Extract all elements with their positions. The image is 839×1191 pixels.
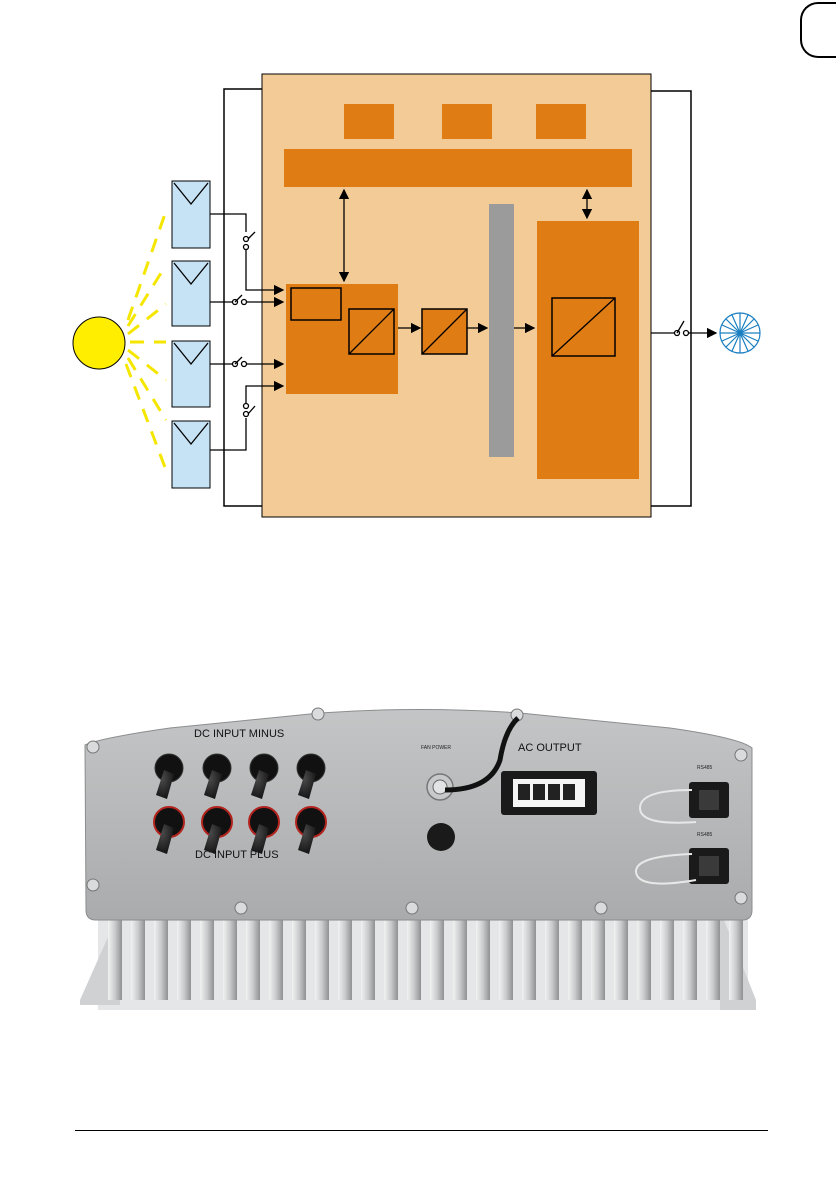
heatsink-fin [246, 905, 260, 1000]
housing-panel [85, 710, 752, 921]
rs485-tether-cables [636, 790, 696, 884]
heatsink-fin [545, 905, 559, 1000]
sun-rays [126, 211, 166, 470]
heatsink-fin [614, 905, 628, 1000]
dc-plus-connector [249, 807, 279, 854]
heatsink-fin [430, 905, 444, 1000]
mppt-controller [291, 288, 341, 320]
heatsink-fin [131, 905, 145, 1000]
dc-plus-connector [202, 807, 232, 854]
heatsink-fin [200, 905, 214, 1000]
heatsink-fin [338, 905, 352, 1000]
heatsink-fin [269, 905, 283, 1000]
dc-plus-connector [154, 807, 184, 854]
heatsink-fin [223, 905, 237, 1000]
heatsink-fin [108, 905, 122, 1000]
heatsink-fin [177, 905, 191, 1000]
heatsink-fin [568, 905, 582, 1000]
dc-minus-connectors [155, 754, 325, 799]
fan-cable [445, 718, 518, 790]
heatsink-base [98, 900, 748, 1010]
dc-ac-inverter-icon [552, 298, 615, 356]
inverter-block-diagram [0, 0, 839, 560]
dc-minus-connector [203, 754, 231, 799]
top-block-2 [442, 104, 492, 139]
ac-output-label: AC OUTPUT [518, 742, 582, 754]
dc-bus [489, 204, 514, 457]
dc-minus-connector [297, 754, 325, 799]
heatsink-fin [361, 905, 375, 1000]
heatsink-fin [591, 905, 605, 1000]
pv-panel-icon [172, 341, 210, 407]
rs485-port-bottom [689, 848, 729, 884]
ac-output-connector [501, 771, 597, 815]
heatsink-fins [108, 905, 743, 1000]
heatsink-fin [706, 905, 720, 1000]
heatsink-fin [476, 905, 490, 1000]
pv-panel-icon [172, 421, 210, 488]
dc-plus-connectors [154, 807, 326, 854]
top-block-1 [344, 104, 394, 139]
grid-icon [720, 313, 760, 353]
rs485-port-top [689, 782, 729, 818]
control-bar [284, 149, 632, 187]
heatsink-fin [522, 905, 536, 1000]
top-block-3 [536, 104, 586, 139]
heatsink-fin [499, 905, 513, 1000]
heatsink-fin [683, 905, 697, 1000]
dc-minus-connector [250, 754, 278, 799]
pv-panel-icon [172, 261, 210, 326]
dc-minus-connector [155, 754, 183, 799]
heatsink-fin [154, 905, 168, 1000]
heatsink-fin [315, 905, 329, 1000]
dc-plus-connector [296, 807, 326, 854]
heatsink-fin [453, 905, 467, 1000]
heatsink-fin [292, 905, 306, 1000]
heatsink-fin [660, 905, 674, 1000]
sun-icon [73, 317, 125, 369]
vent-plug [427, 823, 455, 851]
dc-dc-converter-icon [422, 309, 467, 354]
dc-dc-converter-icon [349, 309, 394, 354]
heatsink-fin [637, 905, 651, 1000]
fan-power-connector [427, 774, 453, 800]
footer-rule [75, 1130, 768, 1131]
housing-screws [87, 708, 747, 914]
heatsink-fin [407, 905, 421, 1000]
heatsink-fin [729, 905, 743, 1000]
ac-output-switch [651, 321, 716, 336]
dc-input-minus-label: DC INPUT MINUS [194, 728, 284, 740]
dc-input-plus-label: DC INPUT PLUS [195, 849, 279, 861]
heatsink-fin [384, 905, 398, 1000]
fan-power-label: FAN POWER [421, 745, 451, 751]
rs485-bottom-label: RS485 [697, 832, 712, 838]
rs485-top-label: RS485 [697, 765, 712, 771]
pv-panel-icon [172, 181, 210, 248]
